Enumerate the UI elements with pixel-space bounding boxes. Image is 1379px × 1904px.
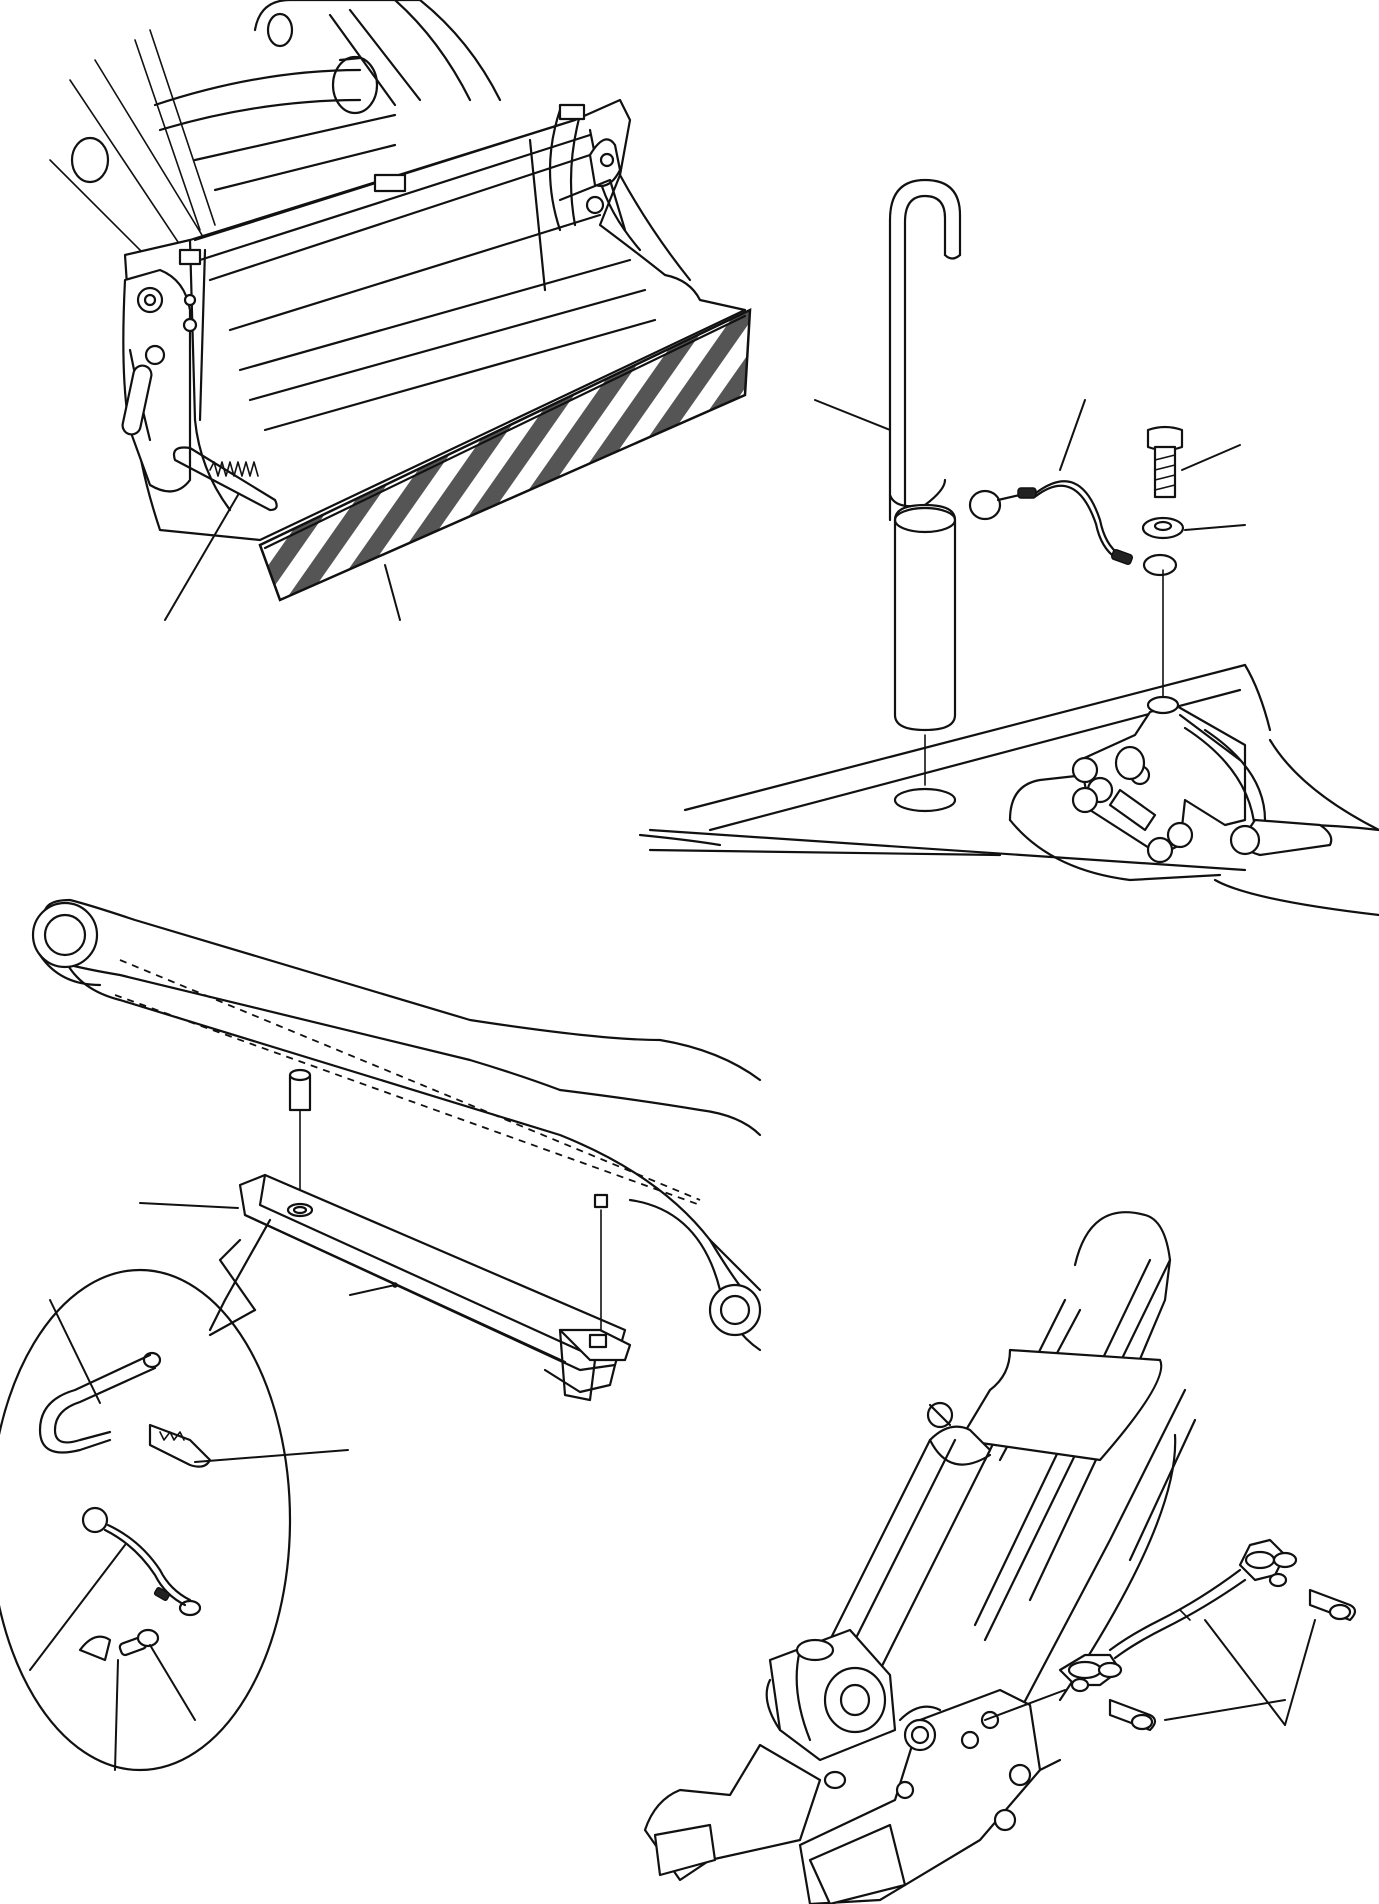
- cylinder-clevis-panel: [643, 1211, 1357, 1904]
- clevis-callout-leaders: [984, 1619, 1316, 1726]
- callout-leader-bar-pin: [349, 1284, 396, 1296]
- bucket-body: [121, 98, 747, 542]
- callout-leader-clevis-base: [984, 1689, 1066, 1721]
- frame-drawing: [638, 663, 1379, 917]
- callout-leader-washer-small: [149, 1644, 196, 1721]
- detail-ellipse: [0, 1218, 292, 1772]
- lift-arm-drawing: [31, 898, 762, 1402]
- hook-callout-leaders: [814, 399, 1246, 531]
- bucket-callout-leaders: [164, 494, 401, 621]
- callout-leader-hook-rod: [814, 399, 891, 431]
- clevis-cable-drawing: [1058, 1538, 1357, 1732]
- callout-leader-washer: [1184, 524, 1246, 531]
- callout-leader-bolt: [1181, 444, 1241, 471]
- arm-callout-leaders: [29, 1202, 396, 1771]
- loader-arm-lines: [49, 0, 502, 261]
- callout-leader-clevis-upper: [1204, 1619, 1286, 1726]
- callout-leader-cutting-edge: [384, 564, 401, 621]
- cylinder-drawing: [643, 1211, 1197, 1904]
- callout-leader-support-bar: [139, 1202, 239, 1209]
- callout-leader-cable-end: [29, 1544, 126, 1671]
- callout-leader-j-hook: [49, 1299, 101, 1404]
- callout-leader-clip: [194, 1449, 349, 1463]
- callout-leader-cable: [1059, 399, 1086, 471]
- hatched-cutting-edge: [258, 307, 752, 602]
- hook-tool-drawing: [888, 178, 1185, 813]
- callout-leader-bolt-small: [114, 1659, 119, 1771]
- lift-arm-support-panel: [0, 898, 762, 1772]
- bucket-panel: [49, 0, 752, 621]
- callout-leader-clevis-right: [1284, 1619, 1316, 1726]
- callout-leader-clevis-lower: [1164, 1699, 1286, 1721]
- callout-leader-spring: [164, 494, 239, 621]
- hook-tool-panel: [638, 178, 1379, 917]
